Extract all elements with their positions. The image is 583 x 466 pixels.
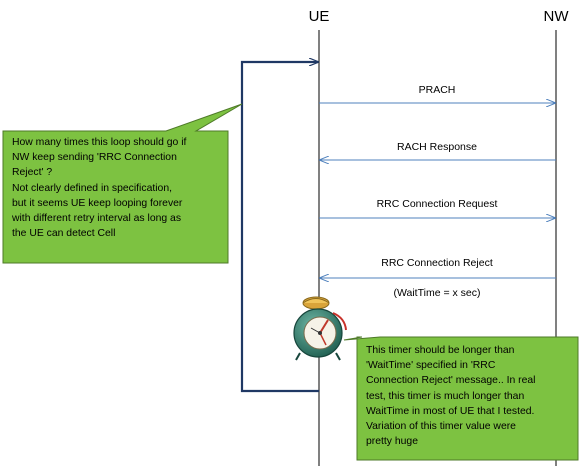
timer-callout-shape	[343, 336, 579, 461]
message-label-rrc-connection-reject: RRC Connection Reject	[381, 257, 493, 269]
message-label-prach: PRACH	[419, 84, 456, 96]
alarm-clock-icon	[293, 296, 347, 361]
retry-loop-line	[240, 62, 319, 393]
message-label-rrc-connection-request: RRC Connection Request	[377, 198, 498, 210]
participant-nw-label: NW	[544, 8, 570, 25]
loop-callout-text: How many times this loop should go if NW…	[12, 137, 187, 240]
participant-ue-label: UE	[309, 8, 330, 25]
timer-callout-text: This timer should be longer than 'WaitTi…	[366, 345, 536, 448]
loop-callout-shape	[2, 103, 243, 264]
message-label-rach-response: RACH Response	[397, 141, 477, 153]
wait-time-label: (WaitTime = x sec)	[393, 287, 480, 299]
